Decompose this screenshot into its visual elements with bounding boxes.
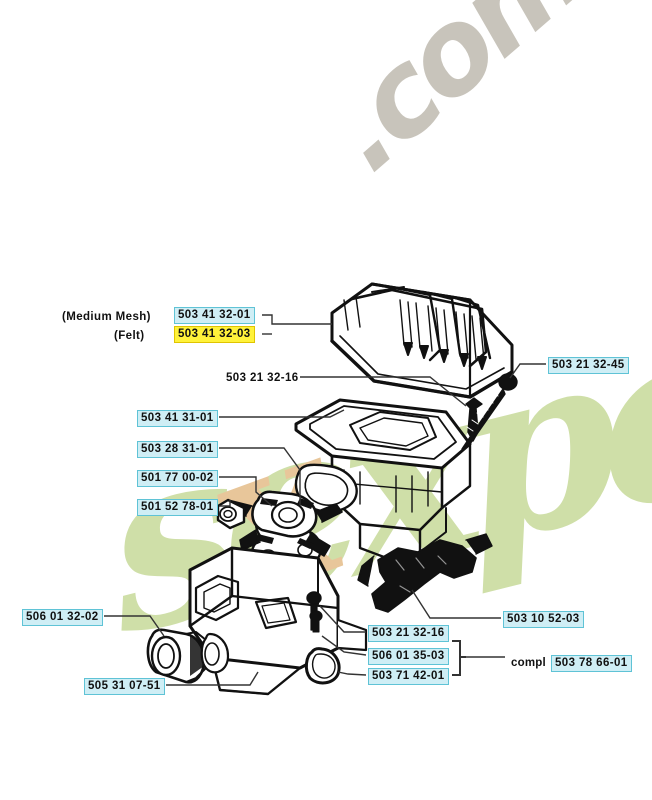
label-part-503-78-66-01[interactable]: 503 78 66-01 xyxy=(551,655,632,672)
label-part-501-77-00-02[interactable]: 501 77 00-02 xyxy=(137,470,218,487)
intake-pipe-illustration xyxy=(146,628,230,684)
plug-illustration xyxy=(309,610,323,633)
throttle-lever-illustration xyxy=(357,533,493,613)
label-medium-mesh-note: (Medium Mesh) xyxy=(62,311,151,323)
screw-long-illustration xyxy=(461,373,518,450)
label-part-503-21-32-45[interactable]: 503 21 32-45 xyxy=(548,357,629,374)
air-filter-cover-illustration xyxy=(330,282,514,399)
leader-501-77-00-02 xyxy=(219,476,273,507)
label-part-506-01-32-02[interactable]: 506 01 32-02 xyxy=(22,609,103,626)
grouping-brace xyxy=(452,640,466,676)
leader-506-01-32-02 xyxy=(104,615,165,637)
label-part-503-41-32-03[interactable]: 503 41 32-03 xyxy=(174,326,255,343)
leader-503-41-32-01 xyxy=(262,314,332,325)
leader-503-21-32-16-bottom xyxy=(319,605,366,633)
label-part-501-52-78-01[interactable]: 501 52 78-01 xyxy=(137,499,218,516)
label-part-503-71-42-01[interactable]: 503 71 42-01 xyxy=(368,668,449,685)
label-part-503-41-31-01[interactable]: 503 41 31-01 xyxy=(137,410,218,427)
cap-illustration xyxy=(304,647,341,685)
label-part-503-21-32-16-top[interactable]: 503 21 32-16 xyxy=(226,372,299,384)
intake-housing-illustration xyxy=(188,546,368,696)
label-part-503-21-32-16-bottom[interactable]: 503 21 32-16 xyxy=(368,625,449,642)
leader-506-01-35-03 xyxy=(321,635,367,656)
compl-prefix-text: compl xyxy=(511,657,546,669)
leader-505-31-07-51 xyxy=(166,671,259,686)
leader-503-71-42-01 xyxy=(337,671,367,676)
leader-503-21-32-45 xyxy=(509,363,546,379)
leader-503-41-31-01 xyxy=(219,409,345,418)
fitting-illustration xyxy=(216,498,246,530)
leader-503-28-31-01 xyxy=(219,447,301,505)
label-part-505-31-07-51[interactable]: 505 31 07-51 xyxy=(84,678,165,695)
leader-503-21-32-16-top xyxy=(300,376,467,407)
leader-lines xyxy=(104,314,546,686)
label-part-503-28-31-01[interactable]: 503 28 31-01 xyxy=(137,441,218,458)
label-part-503-41-32-01[interactable]: 503 41 32-01 xyxy=(174,307,255,324)
filter-holder-illustration xyxy=(294,398,472,562)
leader-503-10-52-03 xyxy=(411,589,501,619)
label-felt-note: (Felt) xyxy=(114,330,145,342)
label-part-506-01-35-03[interactable]: 506 01 35-03 xyxy=(368,648,449,665)
leader-501-52-78-01 xyxy=(219,500,231,507)
label-part-503-10-52-03[interactable]: 503 10 52-03 xyxy=(503,611,584,628)
